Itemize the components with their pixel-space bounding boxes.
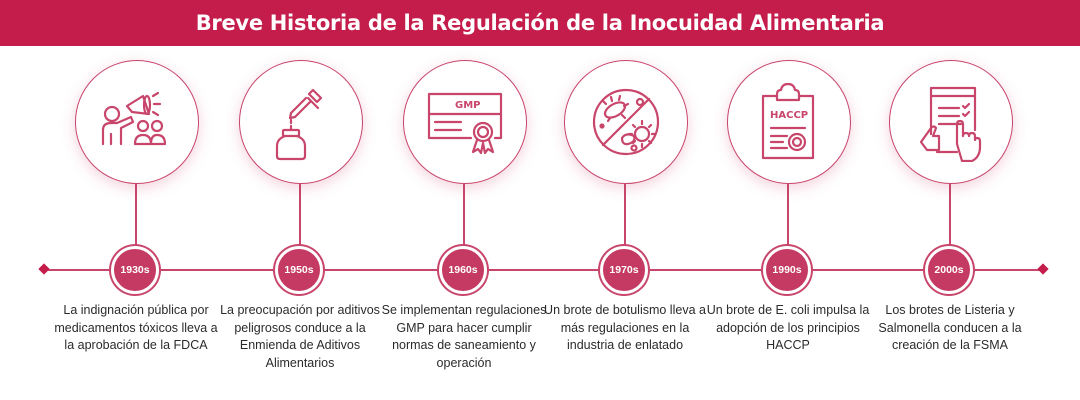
svg-text:GMP: GMP — [455, 100, 481, 111]
event-description: La indignación pública por medicamentos … — [54, 303, 218, 352]
timeline-end-marker — [1037, 263, 1049, 275]
haccp-clipboard-icon: HACCP — [761, 82, 815, 160]
year-badge: 1950s — [275, 246, 323, 294]
no-bacteria-icon — [592, 88, 660, 156]
svg-text:HACCP: HACCP — [770, 110, 808, 121]
header-banner: Breve Historia de la Regulación de la In… — [0, 0, 1080, 46]
event-description: Se implementan regulaciones GMP para hac… — [381, 303, 547, 370]
dropper-jar-icon — [275, 88, 323, 161]
icon-circle: GMP — [403, 60, 527, 184]
event-description: Un brote de botulismo lleva a más regula… — [544, 303, 706, 352]
year-badge: 1970s — [600, 246, 648, 294]
timeline-start-marker — [38, 263, 50, 275]
event-description: La preocupación por aditivos peligrosos … — [220, 303, 380, 370]
tablet-checklist-icon — [919, 86, 982, 162]
year-badge: 1960s — [439, 246, 487, 294]
page-title: Breve Historia de la Regulación de la In… — [195, 11, 885, 35]
timeline-axis — [44, 269, 1043, 271]
icon-circle — [564, 60, 688, 184]
year-badge: 1930s — [111, 246, 159, 294]
icon-circle — [239, 60, 363, 184]
connector-stem — [299, 184, 301, 254]
megaphone-people-icon — [101, 91, 167, 146]
year-badge: 1990s — [763, 246, 811, 294]
event-description: Un brote de E. coli impulsa la adopción … — [706, 303, 870, 352]
connector-stem — [949, 184, 951, 254]
icon-circle — [889, 60, 1013, 184]
gmp-certificate-icon: GMP — [427, 92, 503, 155]
year-badge: 2000s — [925, 246, 973, 294]
icon-circle: HACCP — [727, 60, 851, 184]
connector-stem — [135, 184, 137, 254]
connector-stem — [463, 184, 465, 254]
connector-stem — [624, 184, 626, 254]
connector-stem — [787, 184, 789, 254]
icon-circle — [75, 60, 199, 184]
event-description: Los brotes de Listeria y Salmonella cond… — [878, 303, 1022, 352]
